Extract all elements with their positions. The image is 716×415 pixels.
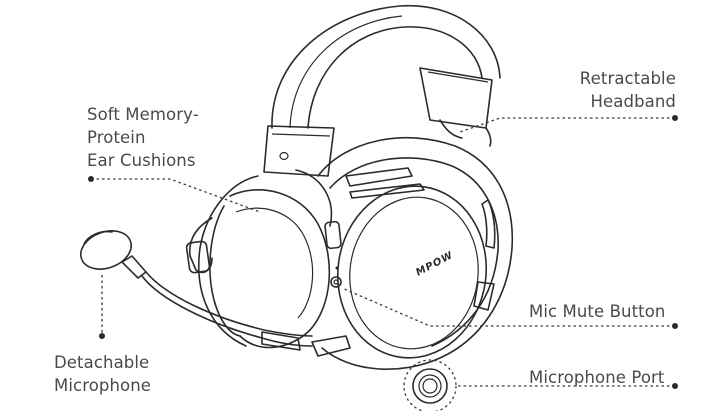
label-headband-line1: Retractable — [579, 69, 676, 88]
right-earcup-controls — [311, 220, 351, 357]
mpow-logo: MPOW — [414, 250, 455, 279]
headband — [271, 4, 501, 129]
headband-slider-right — [419, 67, 493, 147]
label-ear-cushions-line1: Soft Memory- — [87, 105, 199, 124]
label-microphone-port: Microphone Port — [529, 366, 665, 389]
label-mic-line2: Microphone — [54, 376, 152, 395]
label-ear-cushions: Soft Memory- Protein Ear Cushions — [87, 103, 199, 172]
label-detachable-microphone: Detachable Microphone — [54, 351, 151, 397]
label-mic-line1: Detachable — [54, 353, 150, 372]
label-microphone-port-text: Microphone Port — [529, 368, 665, 387]
leader-headband — [459, 117, 675, 133]
right-earcup — [317, 136, 514, 370]
detachable-microphone — [80, 230, 313, 351]
label-mic-mute-button: Mic Mute Button — [529, 300, 665, 323]
leader-cushions — [91, 178, 261, 213]
leader-lines — [88, 115, 678, 389]
label-ear-cushions-line2: Protein — [87, 128, 146, 147]
leader-mute — [341, 287, 675, 327]
mic-mute-button-icon — [330, 276, 342, 288]
headband-slider-left — [263, 125, 335, 177]
label-ear-cushions-line3: Ear Cushions — [87, 151, 196, 170]
label-headband-line2: Headband — [590, 92, 676, 111]
label-mic-mute-text: Mic Mute Button — [529, 302, 666, 321]
left-ear-cushion — [209, 189, 331, 349]
right-earcup-faceplate: MPOW — [336, 185, 488, 359]
label-retractable-headband: Retractable Headband — [580, 67, 676, 113]
